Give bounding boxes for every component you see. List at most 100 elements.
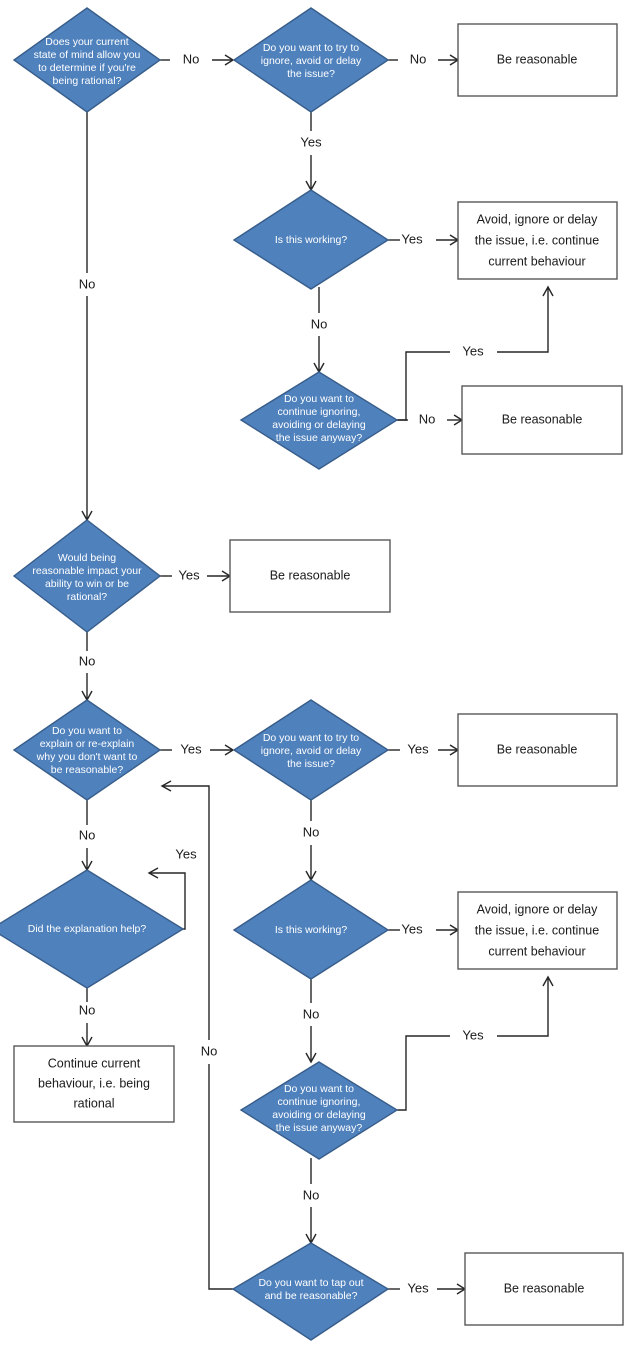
d1-line-0: Does your current — [45, 36, 129, 48]
b5-line-1: behaviour, i.e. being — [38, 1076, 150, 1090]
d5-line-0: Would being — [58, 552, 116, 564]
arrowhead-d7-no — [147, 867, 159, 879]
edge-label-d8-no: Yes — [407, 741, 429, 756]
edge-label-d9-no: No — [303, 1006, 320, 1021]
edge-d4-yes-part2 — [497, 288, 549, 353]
node-does-state-of-mind-allow-rational[interactable]: Does your current state of mind allow yo… — [12, 7, 162, 113]
edge-label-d7-no: Yes — [175, 846, 197, 861]
d6-line-1: explain or re-explain — [40, 738, 135, 750]
b2-line-0: Avoid, ignore or delay — [477, 212, 598, 226]
node-be-reasonable-3[interactable]: Be reasonable — [229, 539, 391, 613]
d4-line-3: the issue anyway? — [276, 432, 363, 444]
d1-line-3: being rational? — [53, 75, 122, 87]
d2-line-0: Do you want to try to — [263, 42, 359, 54]
node-avoid-ignore-delay-continue-1[interactable]: Avoid, ignore or delay the issue, i.e. c… — [457, 201, 618, 280]
d4-line-1: continue ignoring, — [278, 406, 361, 418]
d5-line-1: reasonable impact your — [32, 565, 142, 577]
b4-line-0: Be reasonable — [270, 568, 351, 582]
edge-label-d1-yes: No — [79, 276, 96, 291]
node-avoid-ignore-delay-continue-2[interactable]: Avoid, ignore or delay the issue, i.e. c… — [457, 891, 618, 970]
b7-line-2: current behaviour — [488, 944, 585, 958]
edge-label-d11-yes: Yes — [407, 1280, 429, 1295]
edge-d11-no-upper — [163, 785, 210, 1040]
edge-label-d11-no: No — [201, 1043, 218, 1058]
d8-line-0: Do you want to try to — [263, 732, 359, 744]
connector-layer — [81, 54, 554, 1295]
edge-label-d9-yes: Yes — [401, 921, 423, 936]
d1-line-1: state of mind allow you — [34, 49, 141, 61]
b2-line-1: the issue, i.e. continue — [475, 233, 599, 247]
edge-label-d6-yes: No — [79, 827, 96, 842]
edge-label-d4-no: No — [419, 411, 436, 426]
d10-line-0: Do you want to — [284, 1083, 354, 1095]
arrowhead-d4-yes — [542, 285, 554, 297]
d11-line-0: Do you want to tap out — [258, 1277, 363, 1289]
node-explain-or-reexplain[interactable]: Do you want to explain or re-explain why… — [12, 699, 162, 801]
node-be-reasonable-4[interactable]: Be reasonable — [457, 713, 618, 787]
edge-d11-no-lower — [208, 1064, 233, 1290]
node-did-the-explanation-help[interactable]: Did the explanation help? — [0, 869, 185, 989]
node-be-reasonable-1[interactable]: Be reasonable — [457, 23, 618, 97]
node-is-this-working-bottom[interactable]: Is this working? — [232, 879, 390, 980]
d1-line-2: to determine if you're — [38, 62, 136, 74]
d4-line-0: Do you want to — [284, 393, 354, 405]
edge-label-d10-yes: Yes — [462, 1027, 484, 1042]
d10-line-1: continue ignoring, — [278, 1096, 361, 1108]
arrowhead-d10-yes — [542, 975, 554, 987]
edge-label-d1-no: No — [183, 51, 200, 66]
arrowhead-d11-no — [160, 780, 172, 792]
b5-line-2: rational — [74, 1096, 115, 1110]
d10-line-2: avoiding or delaying — [272, 1109, 366, 1121]
node-be-reasonable-5[interactable]: Be reasonable — [464, 1252, 624, 1326]
b7-line-0: Avoid, ignore or delay — [477, 902, 598, 916]
b7-line-1: the issue, i.e. continue — [475, 923, 599, 937]
node-would-being-reasonable-impact[interactable]: Would being reasonable impact your abili… — [12, 519, 162, 633]
edge-label-d2-no: No — [410, 51, 427, 66]
b2-line-2: current behaviour — [488, 254, 585, 268]
edge-label-d7-yes: No — [79, 1002, 96, 1017]
node-is-this-working-top[interactable]: Is this working? — [232, 189, 390, 290]
d10-line-3: the issue anyway? — [276, 1122, 363, 1134]
edge-label-d3-no: No — [311, 316, 328, 331]
node-continue-ignoring-anyway-2[interactable]: Do you want to continue ignoring, avoidi… — [239, 1061, 399, 1160]
d7-line-0: Did the explanation help? — [28, 923, 147, 935]
node-continue-current-behaviour-rational[interactable]: Continue current behaviour, i.e. being r… — [13, 1045, 175, 1123]
edge-label-d2-yes: Yes — [300, 134, 322, 149]
node-try-ignore-avoid-delay-bottom[interactable]: Do you want to try to ignore, avoid or d… — [232, 699, 390, 801]
d2-line-1: ignore, avoid or delay — [261, 55, 362, 67]
d5-line-2: ability to win or be — [45, 578, 129, 590]
d9-line-0: Is this working? — [275, 924, 348, 936]
edge-label-d10-no: No — [303, 1187, 320, 1202]
d2-line-2: the issue? — [287, 68, 335, 80]
node-tap-out-and-be-reasonable[interactable]: Do you want to tap out and be reasonable… — [231, 1242, 390, 1341]
b3-line-0: Be reasonable — [502, 412, 583, 426]
d11-line-1: and be reasonable? — [265, 1290, 358, 1302]
d8-line-2: the issue? — [287, 758, 335, 770]
b8-line-0: Be reasonable — [504, 1281, 585, 1295]
node-try-ignore-avoid-delay-top[interactable]: Do you want to try to ignore, avoid or d… — [232, 7, 390, 113]
edge-label-d4-yes: Yes — [462, 343, 484, 358]
arrowhead-d9-no — [305, 1052, 317, 1064]
d6-line-2: why you don't want to — [36, 751, 138, 763]
node-continue-ignoring-anyway-1[interactable]: Do you want to continue ignoring, avoidi… — [239, 371, 399, 470]
edge-label-layer: No Yes No Yes No Yes No No Yes No Yes No… — [79, 51, 484, 1295]
edge-label-d3-yes: Yes — [401, 231, 423, 246]
edge-label-d5-no: Yes — [178, 567, 200, 582]
edge-d10-yes-part1 — [397, 1035, 450, 1111]
b5-line-0: Continue current — [48, 1056, 141, 1070]
edge-label-d6-no: Yes — [180, 741, 202, 756]
d4-line-2: avoiding or delaying — [272, 419, 366, 431]
edge-label-d5-yes: No — [79, 653, 96, 668]
edge-d4-yes-part1 — [397, 351, 450, 421]
edge-label-d8-yes: No — [303, 824, 320, 839]
d5-line-3: rational? — [67, 591, 107, 603]
d6-line-3: be reasonable? — [51, 764, 124, 776]
b6-line-0: Be reasonable — [497, 742, 578, 756]
b1-line-0: Be reasonable — [497, 52, 578, 66]
d8-line-1: ignore, avoid or delay — [261, 745, 362, 757]
edge-d10-yes-part2 — [497, 978, 549, 1037]
node-be-reasonable-2[interactable]: Be reasonable — [461, 385, 623, 455]
d3-line-0: Is this working? — [275, 234, 348, 246]
